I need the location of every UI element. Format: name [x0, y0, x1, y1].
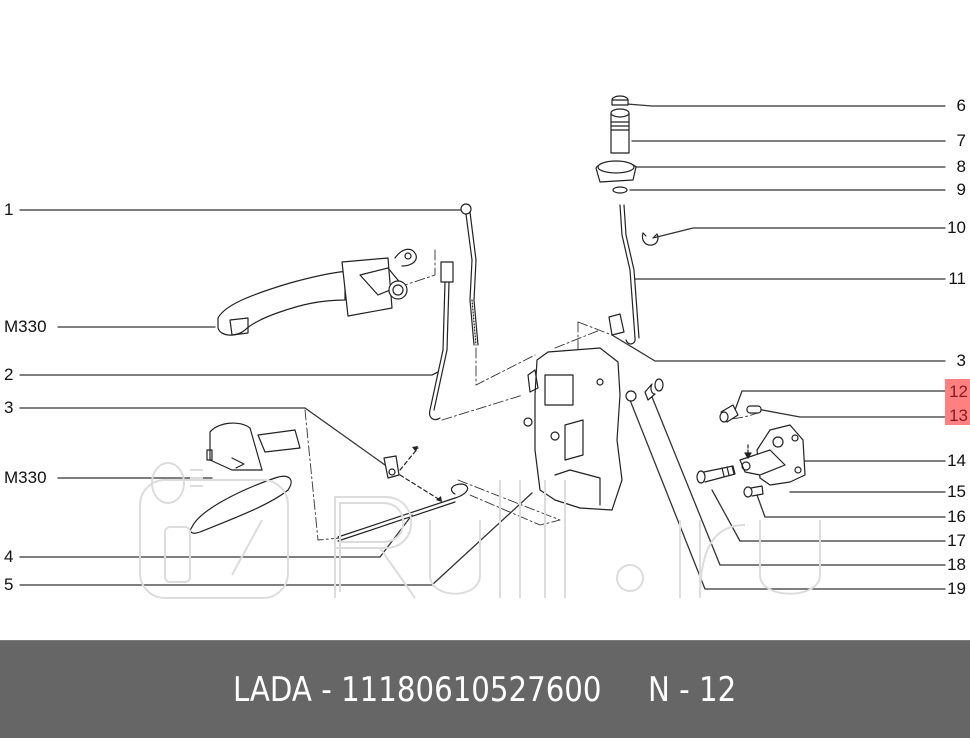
- callout-label-16: 16: [947, 507, 966, 526]
- rod-1: [460, 203, 479, 346]
- rod-11: [608, 204, 640, 345]
- screw-16: [743, 485, 764, 498]
- dashed-arrows: [399, 447, 441, 501]
- screw-17: [696, 465, 736, 484]
- screws-18-19: [625, 378, 664, 402]
- callout-label-13-highlighted: 13: [945, 405, 970, 425]
- striker-plate: [739, 424, 806, 486]
- outer-door-handle: [217, 248, 417, 336]
- callout-label-2: 2: [4, 365, 14, 384]
- part-info-footer: LADA - 11180610527600 N - 12: [0, 640, 970, 738]
- callout-label-1: 1: [4, 200, 14, 219]
- callout-label-4: 4: [4, 547, 14, 566]
- callout-label-8: 8: [956, 157, 966, 176]
- callout-label-9: 9: [956, 180, 966, 199]
- clip-3: [383, 455, 400, 479]
- callout-label-3-right: 3: [956, 351, 966, 370]
- callout-label-7: 7: [956, 131, 966, 150]
- callout-label-11: 11: [948, 269, 966, 288]
- callout-label-m330-inner: M330: [4, 468, 47, 487]
- callout-label-15: 15: [947, 482, 966, 501]
- leader-lines-left: [19, 209, 533, 586]
- callout-label-14: 14: [947, 451, 966, 470]
- exploded-view-drawing: [19, 95, 946, 590]
- leader-lines-right: [611, 103, 946, 590]
- rod-4: [337, 483, 469, 542]
- bushings-12-13: [719, 404, 762, 423]
- part-number-caption: LADA - 11180610527600 N - 12: [233, 669, 737, 710]
- callout-label-5: 5: [4, 575, 14, 594]
- callout-label-10: 10: [947, 218, 966, 237]
- callout-label-12-highlighted: 12: [945, 379, 970, 405]
- parts-diagram: 1 M330 2 3 M330 4 5 6 7 8 9 10 11 3 12 1…: [4, 95, 970, 599]
- rod-2: [429, 261, 454, 421]
- callout-label-18: 18: [947, 555, 966, 574]
- callout-label-3-left: 3: [4, 398, 14, 417]
- arrow-heads: [412, 446, 442, 502]
- callout-label-19: 19: [947, 579, 966, 598]
- clip-10: [641, 232, 659, 246]
- callout-label-17: 17: [947, 531, 966, 550]
- callout-label-6: 6: [956, 96, 966, 115]
- callout-label-m330-outer: M330: [4, 317, 47, 336]
- lock-body: [523, 347, 623, 511]
- knob-stack: [595, 95, 637, 194]
